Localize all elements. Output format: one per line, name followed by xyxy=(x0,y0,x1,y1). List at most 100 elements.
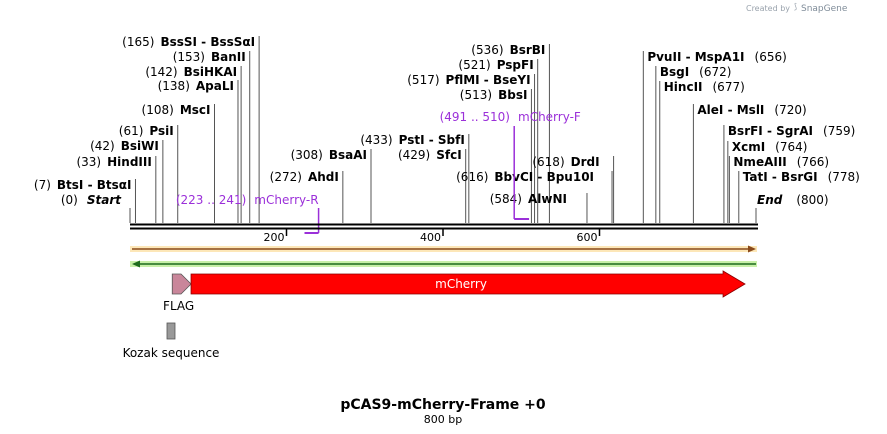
ruler-tick-label-600: 600 xyxy=(577,231,598,244)
start-label: (0)Start xyxy=(61,193,122,207)
orf-reverse xyxy=(130,260,757,268)
primer-range-mcherry-f: (491 .. 510) xyxy=(440,110,510,124)
start-position: (0) xyxy=(61,193,78,207)
feature-label-kozak-sequence: Kozak sequence xyxy=(123,346,220,360)
site-name-hincii-22: HincII xyxy=(664,80,703,94)
primer-range-mcherry-r: (223 .. 241) xyxy=(176,193,246,207)
site-label-nmeaiii-26: NmeAIII(766) xyxy=(733,155,829,169)
site-name-ahdi-9: AhdI xyxy=(308,170,339,184)
sequence-title: pCAS9-mCherry-Frame +0 xyxy=(340,397,546,413)
site-name-bsgi-21: BsgI xyxy=(660,65,689,79)
site-name-msci-4: MscI xyxy=(180,103,211,117)
site-position-psti-sbfi-12: (433) xyxy=(360,133,392,147)
orf-reverse-arrowhead-icon xyxy=(132,260,140,268)
end-position: (800) xyxy=(796,193,828,207)
site-label-bsiwi-2: (42) BsiWI xyxy=(90,139,159,153)
credit-brand: SnapGene xyxy=(801,4,848,14)
site-label-apali-5: (138) ApaLI xyxy=(158,79,234,93)
feature-kozak-sequence xyxy=(166,322,176,340)
site-label-drdi-19: (618) DrdI xyxy=(532,155,599,169)
primer-label-mcherry-f: (491 .. 510) mCherry-F xyxy=(440,110,581,124)
site-label-pflmi-bseyi-14: (517) PflMI - BseYI xyxy=(407,73,530,87)
site-name-bsrfi-sgrai-24: BsrFI - SgrAI xyxy=(728,124,813,138)
site-label-alwni-17: (584)AlwNI xyxy=(490,192,567,206)
site-label-banii-7: (153) BanII xyxy=(173,50,246,64)
ruler-tick-label-200: 200 xyxy=(264,231,285,244)
site-position-sfci-11: (429) xyxy=(398,148,430,162)
site-label-hindiii-1: (33)HindIII xyxy=(76,155,151,169)
site-position-bsrfi-sgrai-24: (759) xyxy=(823,124,855,138)
primer-layer: (223 .. 241)mCherry-R (491 .. 510) mCherry… xyxy=(176,110,581,234)
site-position-msci-4: (108) xyxy=(142,103,174,117)
site-name-pflmi-bseyi-14: PflMI - BseYI xyxy=(446,73,531,87)
site-position-pvuii-mspa1i-20: (656) xyxy=(755,50,787,64)
feature-label-flag: FLAG xyxy=(163,299,194,313)
site-label-psti-sbfi-12: (433) PstI - SbfI xyxy=(360,133,464,147)
end-name: End xyxy=(757,193,783,207)
site-name-bsaai-10: BsaAI xyxy=(329,148,367,162)
site-position-bbsi-13: (513) xyxy=(460,88,492,102)
site-label-psii-3: (61)PsiI xyxy=(119,124,174,138)
site-label-bsihkai-6: (142) BsiHKAI xyxy=(145,65,237,79)
site-position-bsiwi-2: (42) xyxy=(90,139,115,153)
site-label-btsi-bts-i-0: (7) BtsI - BtsαI xyxy=(34,178,132,192)
site-position-alei-msli-23: (720) xyxy=(774,103,806,117)
site-lines xyxy=(129,36,757,223)
site-label-bsgi-21: BsgI (672) xyxy=(660,65,732,79)
site-name-btsi-bts-i-0: BtsI - BtsαI xyxy=(57,178,132,192)
site-name-drdi-19: DrdI xyxy=(571,155,600,169)
site-name-bbvci-bpu10i-18: BbvCI - Bpu10I xyxy=(494,170,594,184)
site-name-tati-bsrgi-27: TatI - BsrGI xyxy=(743,170,818,184)
site-label-alei-msli-23: AleI - MslI (720) xyxy=(697,103,806,117)
site-name-psii-3: PsiI xyxy=(149,124,173,138)
site-position-btsi-bts-i-0: (7) xyxy=(34,178,51,192)
site-name-banii-7: BanII xyxy=(211,50,246,64)
site-label-pspfi-15: (521)PspFI xyxy=(458,58,533,72)
site-name-apali-5: ApaLI xyxy=(196,79,234,93)
credit-prefix: Created by xyxy=(746,4,790,13)
site-labels: (7) BtsI - BtsαI (33)HindIII (42) BsiWI(61)P… xyxy=(34,35,860,207)
primer-label-mcherry-r: (223 .. 241)mCherry-R xyxy=(176,193,319,207)
site-name-bsssi-bsss-i-8: BssSI - BssSαI xyxy=(160,35,255,49)
feature-mcherry xyxy=(190,270,746,298)
site-position-bsssi-bsss-i-8: (165) xyxy=(122,35,154,49)
site-position-xcmi-25: (764) xyxy=(775,140,807,154)
site-position-pflmi-bseyi-14: (517) xyxy=(407,73,439,87)
site-position-bbvci-bpu10i-18: (616) xyxy=(456,170,488,184)
site-position-tati-bsrgi-27: (778) xyxy=(828,170,860,184)
site-label-xcmi-25: XcmI (764) xyxy=(732,140,808,154)
site-name-alwni-17: AlwNI xyxy=(528,192,567,206)
site-name-psti-sbfi-12: PstI - SbfI xyxy=(399,133,465,147)
ruler-tick-label-400: 400 xyxy=(420,231,441,244)
site-position-banii-7: (153) xyxy=(173,50,205,64)
site-label-bsssi-bsss-i-8: (165) BssSI - BssSαI xyxy=(122,35,255,49)
site-name-pvuii-mspa1i-20: PvuII - MspA1I xyxy=(647,50,744,64)
site-name-alei-msli-23: AleI - MslI xyxy=(697,103,764,117)
site-position-nmeaiii-26: (766) xyxy=(797,155,829,169)
site-position-bsihkai-6: (142) xyxy=(145,65,177,79)
site-position-ahdi-9: (272) xyxy=(270,170,302,184)
site-position-bsrbi-16: (536) xyxy=(471,43,503,57)
site-label-bbsi-13: (513) BbsI xyxy=(460,88,528,102)
site-position-pspfi-15: (521) xyxy=(458,58,490,72)
sequence-length: 800 bp xyxy=(424,413,462,426)
site-position-bsgi-21: (672) xyxy=(699,65,731,79)
site-name-bsihkai-6: BsiHKAI xyxy=(184,65,238,79)
site-position-drdi-19: (618) xyxy=(532,155,564,169)
primer-name-mcherry-f: mCherry-F xyxy=(518,110,581,124)
orf-forward-arrowhead-icon xyxy=(748,245,756,253)
site-label-hincii-22: HincII(677) xyxy=(664,80,745,94)
site-name-bsrbi-16: BsrBI xyxy=(510,43,546,57)
site-position-hindiii-1: (33) xyxy=(76,155,101,169)
site-name-bsiwi-2: BsiWI xyxy=(121,139,159,153)
site-label-ahdi-9: (272) AhdI xyxy=(270,170,339,184)
site-name-xcmi-25: XcmI xyxy=(732,140,765,154)
site-label-bsaai-10: (308)BsaAI xyxy=(291,148,367,162)
site-label-bsrbi-16: (536) BsrBI xyxy=(471,43,545,57)
site-position-apali-5: (138) xyxy=(158,79,190,93)
feature-label-mcherry: mCherry xyxy=(435,277,487,291)
site-name-bbsi-13: BbsI xyxy=(498,88,527,102)
feature-flag xyxy=(171,273,192,295)
